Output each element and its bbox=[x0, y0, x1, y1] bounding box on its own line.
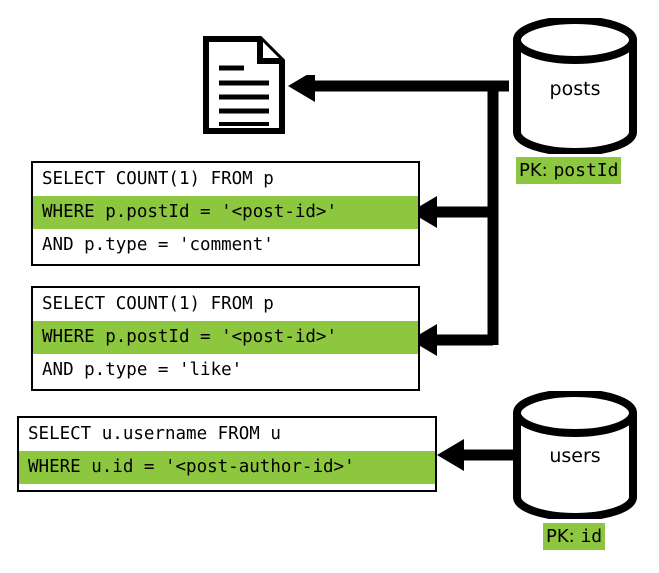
pk-name: postId bbox=[553, 160, 619, 181]
query-box-like-count[interactable]: SELECT COUNT(1) FROM p WHERE p.postId = … bbox=[31, 286, 420, 391]
database-label-posts: posts bbox=[549, 78, 601, 100]
query-line-highlighted: WHERE u.id = '<post-author-id>' bbox=[19, 451, 435, 484]
query-box-post-author[interactable]: SELECT u.username FROM u WHERE u.id = '<… bbox=[17, 416, 437, 492]
query-line-highlighted: WHERE p.postId = '<post-id>' bbox=[33, 196, 418, 229]
database-label-users: users bbox=[549, 445, 601, 467]
connector-users-to-post-author bbox=[437, 439, 516, 471]
query-line: AND p.type = 'comment' bbox=[42, 235, 274, 255]
query-line: SELECT u.username FROM u bbox=[28, 424, 281, 444]
cylinder-icon bbox=[513, 16, 637, 156]
database-cylinder-posts[interactable]: posts bbox=[511, 16, 639, 156]
pk-prefix: PK: bbox=[519, 160, 554, 181]
query-line: SELECT COUNT(1) FROM p bbox=[42, 169, 274, 189]
document-icon bbox=[203, 36, 285, 134]
pk-tag-users: PK: id bbox=[543, 523, 606, 550]
query-line: SELECT COUNT(1) FROM p bbox=[42, 294, 274, 314]
query-line-highlighted: WHERE p.postId = '<post-id>' bbox=[33, 321, 418, 354]
database-cylinder-users[interactable]: users bbox=[511, 389, 639, 521]
pk-tag-posts: PK: postId bbox=[516, 157, 622, 184]
pk-prefix: PK: bbox=[546, 526, 581, 547]
query-line: AND p.type = 'like' bbox=[42, 360, 243, 380]
connector-posts-group bbox=[288, 75, 509, 356]
query-box-comment-count[interactable]: SELECT COUNT(1) FROM p WHERE p.postId = … bbox=[31, 161, 420, 266]
cylinder-icon bbox=[513, 389, 637, 521]
pk-name: id bbox=[580, 526, 603, 547]
